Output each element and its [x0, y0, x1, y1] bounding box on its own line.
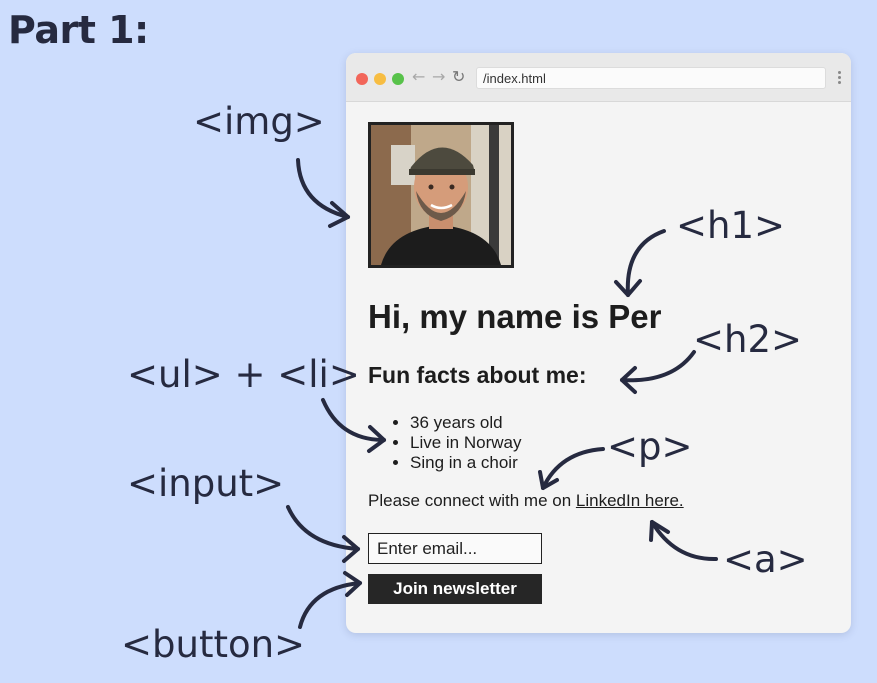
maximize-window-dot[interactable] — [392, 73, 404, 85]
annotation-h1: <h1> — [676, 204, 785, 247]
annotation-h2: <h2> — [693, 318, 802, 361]
profile-photo — [368, 122, 514, 268]
arrow-to-ul-li — [321, 398, 386, 453]
part-title: Part 1: — [8, 8, 149, 52]
arrow-to-img — [296, 158, 350, 228]
arrow-to-h1 — [614, 229, 666, 297]
arrow-to-p — [538, 447, 605, 490]
list-item: Live in Norway — [410, 433, 522, 453]
back-arrow-icon[interactable]: ← — [412, 67, 426, 86]
list-item: Sing in a choir — [410, 453, 522, 473]
annotation-input: <input> — [127, 462, 285, 505]
address-bar[interactable]: /index.html — [476, 67, 826, 89]
join-newsletter-button[interactable]: Join newsletter — [368, 574, 542, 604]
arrow-to-input — [286, 505, 360, 563]
minimize-window-dot[interactable] — [374, 73, 386, 85]
connect-paragraph: Please connect with me on LinkedIn here. — [368, 491, 684, 511]
annotation-button: <button> — [121, 623, 306, 666]
email-input[interactable] — [368, 533, 542, 564]
paragraph-text: Please connect with me on — [368, 491, 576, 510]
page-heading-h1: Hi, my name is Per — [368, 298, 662, 335]
arrow-to-h2 — [620, 350, 696, 394]
annotation-p: <p> — [607, 425, 693, 468]
arrow-to-button — [298, 571, 362, 629]
arrow-to-a — [649, 520, 718, 562]
browser-toolbar: ← → ↻ /index.html — [346, 53, 851, 102]
linkedin-link[interactable]: LinkedIn here. — [575, 491, 684, 510]
annotation-ul-li: <ul> + <li> — [127, 353, 360, 396]
reload-icon[interactable]: ↻ — [452, 67, 466, 86]
annotation-a: <a> — [723, 538, 808, 581]
fun-facts-list: 36 years old Live in Norway Sing in a ch… — [392, 413, 522, 473]
close-window-dot[interactable] — [356, 73, 368, 85]
forward-arrow-icon[interactable]: → — [432, 67, 446, 86]
annotation-img: <img> — [193, 100, 325, 143]
profile-photo-image — [371, 125, 511, 265]
kebab-menu-icon[interactable] — [838, 71, 841, 86]
page-subheading-h2: Fun facts about me: — [368, 362, 587, 388]
list-item: 36 years old — [410, 413, 522, 433]
